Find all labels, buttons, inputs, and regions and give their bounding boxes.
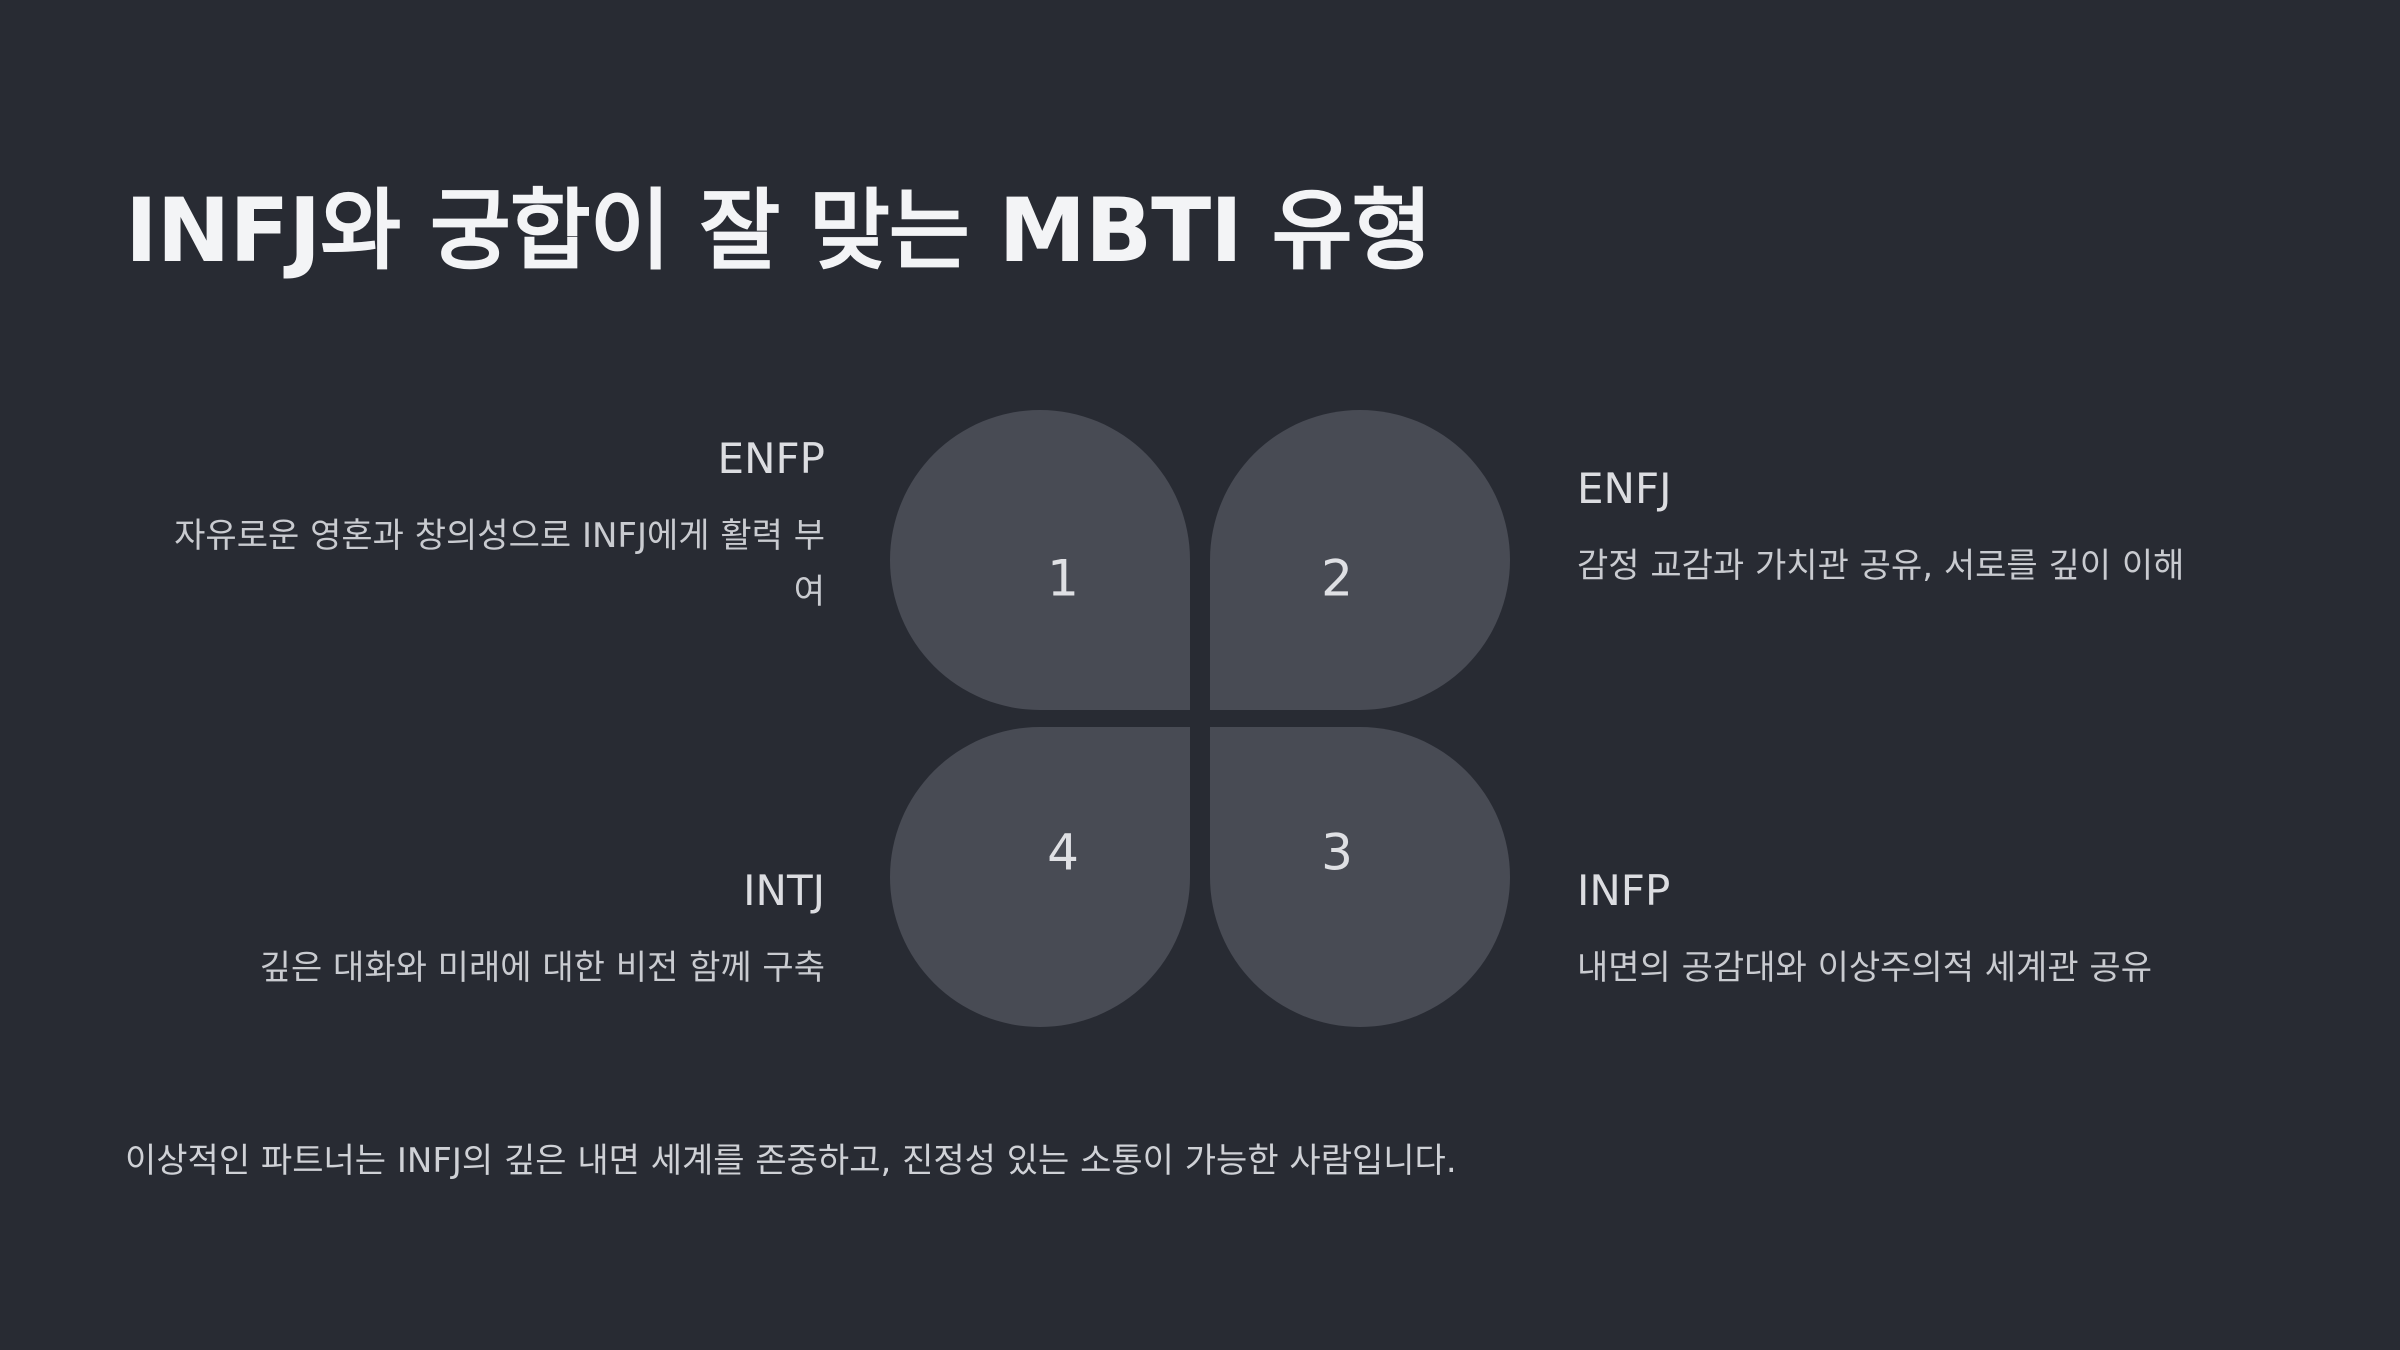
petal-4-number: 4 [1047, 824, 1079, 882]
petal-1-shape [890, 410, 1190, 710]
petal-4-info: INTJ 깊은 대화와 미래에 대한 비전 함께 구축 [125, 866, 825, 996]
petal-2-info: ENFJ 감정 교감과 가치관 공유, 서로를 깊이 이해 [1577, 464, 2277, 594]
petal-4: 4 [890, 727, 1190, 1027]
petal-2-description: 감정 교감과 가치관 공유, 서로를 깊이 이해 [1577, 546, 2185, 587]
petal-1-info: ENFP 자유로운 영혼과 창의성으로 INFJ에게 활력 부여 [125, 434, 825, 620]
petal-4-shape [890, 727, 1190, 1027]
petal-2: 2 [1210, 410, 1510, 710]
petal-1-type: ENFP [717, 434, 825, 483]
petal-4-type: INTJ [743, 866, 825, 915]
petal-3-type: INFP [1577, 866, 1671, 915]
petal-3-shape [1210, 727, 1510, 1027]
petal-1: 1 [890, 410, 1190, 710]
footer-note: 이상적인 파트너는 INFJ의 깊은 내면 세계를 존중하고, 진정성 있는 소… [125, 1141, 1457, 1181]
petal-3: 3 [1210, 727, 1510, 1027]
petal-3-number: 3 [1321, 824, 1353, 882]
petal-3-info: INFP 내면의 공감대와 이상주의적 세계관 공유 [1577, 866, 2277, 996]
petal-2-type: ENFJ [1577, 464, 1672, 513]
page-title: INFJ와 궁합이 잘 맞는 MBTI 유형 [125, 179, 1432, 282]
petal-1-description: 자유로운 영혼과 창의성으로 INFJ에게 활력 부여 [174, 516, 825, 613]
petal-4-description: 깊은 대화와 미래에 대한 비전 함께 구축 [259, 948, 825, 989]
petal-2-shape [1210, 410, 1510, 710]
petal-1-number: 1 [1047, 550, 1079, 608]
petal-2-number: 2 [1321, 550, 1353, 608]
petal-3-description: 내면의 공감대와 이상주의적 세계관 공유 [1577, 948, 2152, 989]
